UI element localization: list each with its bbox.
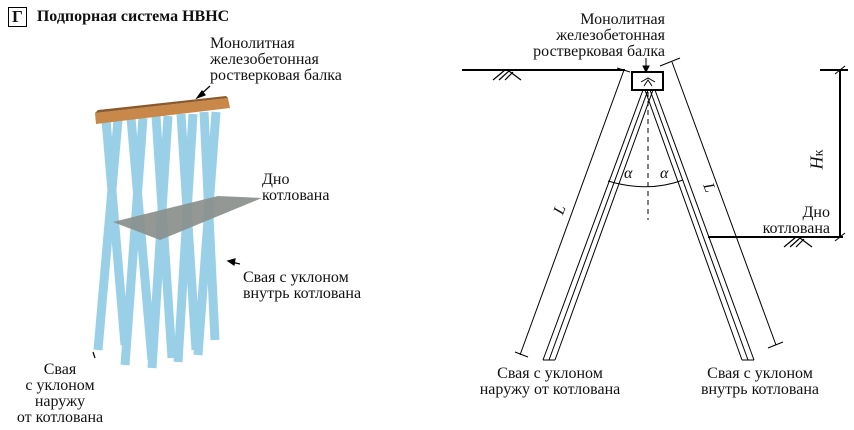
left-outward-pile-label: Свая с уклоном наружу от котлована (0, 362, 120, 426)
label-line: наружу (34, 393, 86, 410)
label-line: железобетонная (556, 27, 665, 44)
label-line: железобетонная (210, 51, 319, 68)
angle-left-symbol: α (624, 165, 633, 182)
beam-3d (95, 96, 230, 124)
right-outward-pile-label: Свая с уклоном наружу от котлована (460, 366, 640, 398)
label-line: от котлована (16, 409, 104, 426)
label-line: Свая с уклоном (497, 365, 603, 382)
depth-subscript: к (811, 149, 827, 157)
right-beam-label: Монолитная железобетонная ростверковая б… (530, 12, 665, 60)
left-leader-arrows (92, 85, 241, 359)
left-bottom-label: Дно котлована (262, 172, 329, 204)
label-line: Свая с уклоном (243, 269, 349, 286)
figure-title: Г Подпорная система НВНС (8, 7, 229, 27)
pile-group-3d (93, 111, 221, 369)
label-line: с уклоном (25, 377, 95, 394)
excavation-bottom-plate (113, 196, 262, 240)
label-line: Дно (802, 204, 830, 221)
label-line: Дно (262, 171, 290, 188)
bottom-hatch-icon (783, 236, 813, 248)
figure-letter: Г (8, 7, 27, 27)
label-line: внутрь котлована (243, 285, 362, 302)
label-line: внутрь котлована (700, 381, 820, 398)
label-line: Свая с уклоном (707, 365, 813, 382)
label-line: котлована (762, 220, 830, 237)
label-line: ростверковая балка (533, 43, 665, 60)
depth-label: Hк (806, 149, 827, 170)
left-inward-pile-label: Свая с уклоном внутрь котлована (243, 270, 361, 302)
angle-right-symbol: α (660, 165, 669, 182)
left-beam-label: Монолитная железобетонная ростверковая б… (210, 36, 342, 84)
label-line: Свая (43, 361, 77, 378)
label-line: наружу от котлована (479, 381, 621, 398)
right-inward-pile-label: Свая с уклоном внутрь котлована (680, 366, 840, 398)
label-line: Монолитная (210, 35, 295, 52)
label-line: котлована (262, 187, 330, 204)
figure-title-text: Подпорная система НВНС (36, 8, 230, 25)
label-line: ростверковая балка (210, 67, 342, 84)
ground-hatch-icon (492, 69, 522, 81)
section-drawing (462, 57, 848, 361)
right-bottom-label: Дно котлована (740, 205, 830, 237)
label-line: Монолитная (580, 11, 665, 28)
depth-symbol: H (806, 156, 827, 170)
